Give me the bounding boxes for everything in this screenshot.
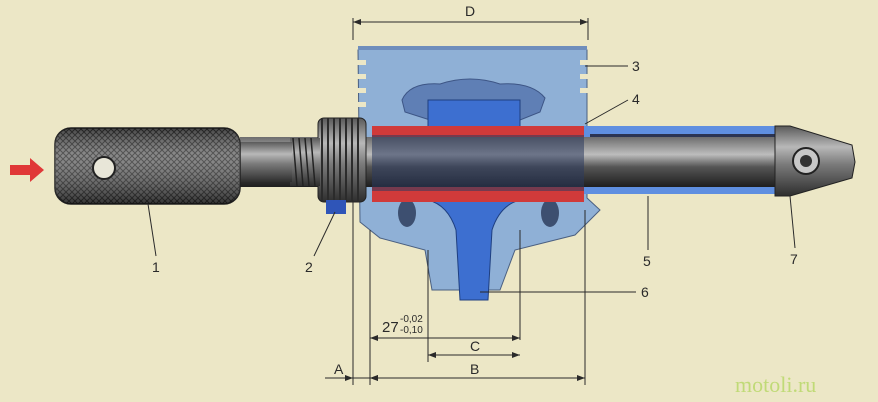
dim-label-d: D bbox=[465, 3, 475, 19]
ring-groove bbox=[580, 88, 588, 93]
handle-hole bbox=[92, 156, 116, 180]
tolerance-nominal: 27 bbox=[382, 319, 399, 336]
nut-washer bbox=[326, 200, 346, 214]
label-part-4: 4 bbox=[632, 91, 640, 107]
boss-hole-left bbox=[398, 199, 416, 227]
ring-groove bbox=[580, 60, 588, 65]
tolerance-upper: -0,02 bbox=[400, 314, 423, 325]
dim-label-a: A bbox=[334, 361, 344, 377]
threaded-nut bbox=[317, 117, 367, 214]
dim-label-c: C bbox=[470, 338, 480, 354]
watermark: motoli.ru bbox=[735, 372, 816, 397]
label-part-5: 5 bbox=[643, 253, 651, 269]
label-part-6: 6 bbox=[641, 284, 649, 300]
ring-groove bbox=[356, 74, 366, 79]
part-labels: 1 2 3 4 5 6 7 bbox=[152, 58, 798, 300]
ring-groove bbox=[580, 74, 588, 79]
label-part-3: 3 bbox=[632, 58, 640, 74]
ring-groove bbox=[356, 60, 366, 65]
ring-groove bbox=[356, 102, 366, 107]
force-arrow-icon bbox=[10, 158, 44, 182]
rod-in-pin bbox=[372, 135, 584, 191]
boss-hole-right bbox=[541, 199, 559, 227]
label-part-7: 7 bbox=[790, 251, 798, 267]
dimension-lines bbox=[325, 18, 589, 385]
handle-neck bbox=[236, 142, 292, 182]
knurled-handle bbox=[54, 127, 241, 205]
tolerance-lower: -0,10 bbox=[400, 325, 423, 336]
label-part-1: 1 bbox=[152, 259, 160, 275]
label-part-2: 2 bbox=[305, 259, 313, 275]
thread-section bbox=[290, 137, 320, 187]
dim-label-b: B bbox=[470, 361, 479, 377]
dimension-labels: D A B C 27 -0,02 -0,10 bbox=[334, 3, 480, 377]
nose-cone bbox=[774, 125, 856, 197]
leader-lines bbox=[147, 65, 796, 293]
ring-groove bbox=[356, 88, 366, 93]
